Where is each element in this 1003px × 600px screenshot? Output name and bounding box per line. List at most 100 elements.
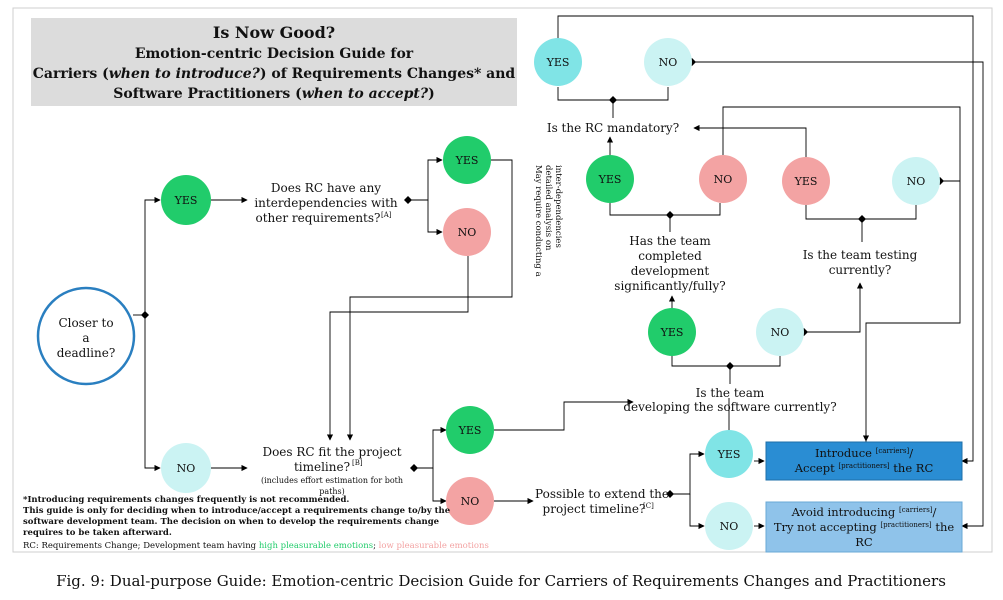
- yes-extend-node: YES: [705, 430, 753, 478]
- legend-low: low pleasurable emotions: [379, 541, 489, 551]
- svg-text:Accept [practitioners] the RC: Accept [practitioners] the RC: [794, 461, 934, 475]
- no-developing-node: NO: [756, 308, 804, 356]
- title-box: Is Now Good? Emotion-centric Decision Gu…: [31, 18, 517, 106]
- svg-text:Does RC fit the project: Does RC fit the project: [262, 445, 401, 459]
- svg-text:paths): paths): [319, 487, 344, 496]
- svg-text:inter-dependencies: inter-dependencies: [553, 165, 563, 248]
- svg-text:May require conducting a: May require conducting a: [533, 165, 543, 277]
- svg-text:deadline?: deadline?: [57, 346, 116, 360]
- svg-text:Is the RC mandatory?: Is the RC mandatory?: [547, 121, 679, 135]
- edge-nocompleted-route: [722, 106, 961, 450]
- junction-start: [141, 311, 149, 319]
- svg-text:*Introducing requirements chan: *Introducing requirements changes freque…: [23, 495, 349, 505]
- edge-nodev-testing: [804, 282, 864, 333]
- question-interdependencies: Does RC have any interdependencies with …: [254, 181, 398, 225]
- title-line-1: Is Now Good?: [213, 23, 335, 42]
- edge-nomandatory-avoid: [692, 61, 984, 530]
- svg-text:a: a: [82, 331, 89, 345]
- svg-text:YES: YES: [717, 448, 741, 461]
- svg-text:[C]: [C]: [643, 502, 654, 510]
- svg-text:This guide is only for decidin: This guide is only for deciding when to …: [23, 506, 451, 516]
- yes-testing-node: YES: [782, 157, 830, 205]
- junction-mandatory: [609, 96, 617, 104]
- edge-yesmandatory-introduce: [557, 15, 974, 465]
- svg-text:NO: NO: [177, 462, 196, 475]
- junction-developing: [726, 362, 734, 370]
- no-extend-node: NO: [705, 502, 753, 550]
- question-testing: Is the team testing currently?: [803, 248, 918, 277]
- edge-yestesting-mandatory: [693, 124, 807, 157]
- edge-start-no: [144, 315, 161, 472]
- legend-line: RC: Requirements Change; Development tea…: [23, 541, 489, 551]
- legend-high: high pleasurable emotions: [259, 541, 373, 551]
- svg-text:NO: NO: [771, 326, 790, 339]
- svg-text:Avoid introducing [carriers]/: Avoid introducing [carriers]/: [791, 505, 937, 519]
- svg-text:other requirements?: other requirements?: [256, 211, 381, 225]
- junction-interdep: [404, 196, 412, 204]
- svg-text:software development team. The: software development team. The decision …: [23, 517, 440, 527]
- svg-text:NO: NO: [458, 226, 477, 239]
- svg-text:[B]: [B]: [352, 459, 363, 467]
- question-completed: Has the team completed development signi…: [614, 234, 725, 293]
- edge-start-yes: [144, 196, 161, 315]
- svg-text:Does RC have any: Does RC have any: [271, 181, 381, 195]
- no-mandatory-node: NO: [644, 38, 692, 86]
- question-developing: Is the team developing the software curr…: [623, 386, 836, 414]
- svg-text:project timeline?: project timeline?: [543, 502, 646, 516]
- title-background: [31, 18, 517, 106]
- svg-text:YES: YES: [455, 154, 479, 167]
- junction-testing: [858, 215, 866, 223]
- svg-text:Possible to extend the: Possible to extend the: [535, 487, 669, 501]
- question-mandatory: Is the RC mandatory?: [547, 121, 679, 135]
- question-fit-timeline: Does RC fit the project timeline? [B] (i…: [261, 445, 403, 496]
- svg-text:Try not accepting [practitione: Try not accepting [practitioners] the: [774, 520, 955, 534]
- yes-developing-node: YES: [648, 308, 696, 356]
- svg-text:YES: YES: [598, 173, 622, 186]
- no-completed-node: NO: [699, 155, 747, 203]
- edge-developing-split: [671, 356, 781, 367]
- svg-text:significantly/fully?: significantly/fully?: [614, 279, 725, 293]
- edge-interdep-no-to-fit: [326, 256, 469, 441]
- yes-completed-node: YES: [586, 155, 634, 203]
- svg-text:NO: NO: [461, 495, 480, 508]
- svg-text:Is the team: Is the team: [696, 386, 765, 400]
- svg-text:Is the team testing: Is the team testing: [803, 248, 918, 262]
- svg-text:NO: NO: [659, 56, 678, 69]
- edge-extend-no: [689, 494, 705, 530]
- avoid-box: Avoid introducing [carriers]/ Try not ac…: [765, 501, 963, 553]
- yes-fit-node: YES: [446, 406, 494, 454]
- edge-interdep-yes-to-fit: [346, 159, 513, 441]
- svg-text:NO: NO: [720, 520, 739, 533]
- yes-interdep-node: YES: [443, 136, 491, 184]
- edge-completed-split: [609, 203, 721, 216]
- junction-completed: [666, 211, 674, 219]
- svg-text:RC: RC: [855, 535, 873, 549]
- edge-yesfit-developing: [494, 398, 634, 431]
- interdep-note: May require conducting a detailed analys…: [533, 165, 563, 277]
- start-node: Closer to a deadline?: [36, 286, 136, 386]
- edge-fit-no: [432, 468, 447, 505]
- junction-markers: [141, 58, 944, 498]
- no-fit-node: NO: [446, 477, 494, 525]
- question-extend-timeline: Possible to extend the project timeline?…: [535, 487, 669, 516]
- svg-text:interdependencies with: interdependencies with: [254, 196, 398, 210]
- title-line-4: Software Practitioners (when to accept?): [113, 86, 434, 102]
- svg-text:[A]: [A]: [381, 211, 392, 219]
- svg-text:development: development: [631, 264, 710, 278]
- svg-text:currently?: currently?: [829, 263, 892, 277]
- svg-text:Introduce [carriers]/: Introduce [carriers]/: [815, 446, 913, 460]
- title-line-2: Emotion-centric Decision Guide for: [135, 46, 414, 62]
- junction-fit: [410, 464, 418, 472]
- svg-text:YES: YES: [660, 326, 684, 339]
- edge-interdep-no: [427, 200, 443, 236]
- svg-text:(includes effort estimation fo: (includes effort estimation for both: [261, 476, 403, 485]
- outer-frame: [12, 7, 993, 553]
- svg-text:YES: YES: [794, 175, 818, 188]
- yes-mandatory-node: YES: [534, 38, 582, 86]
- svg-text:YES: YES: [174, 194, 198, 207]
- edge-extend-yes: [670, 450, 705, 495]
- svg-text:YES: YES: [458, 424, 482, 437]
- no-interdep-node: NO: [443, 208, 491, 256]
